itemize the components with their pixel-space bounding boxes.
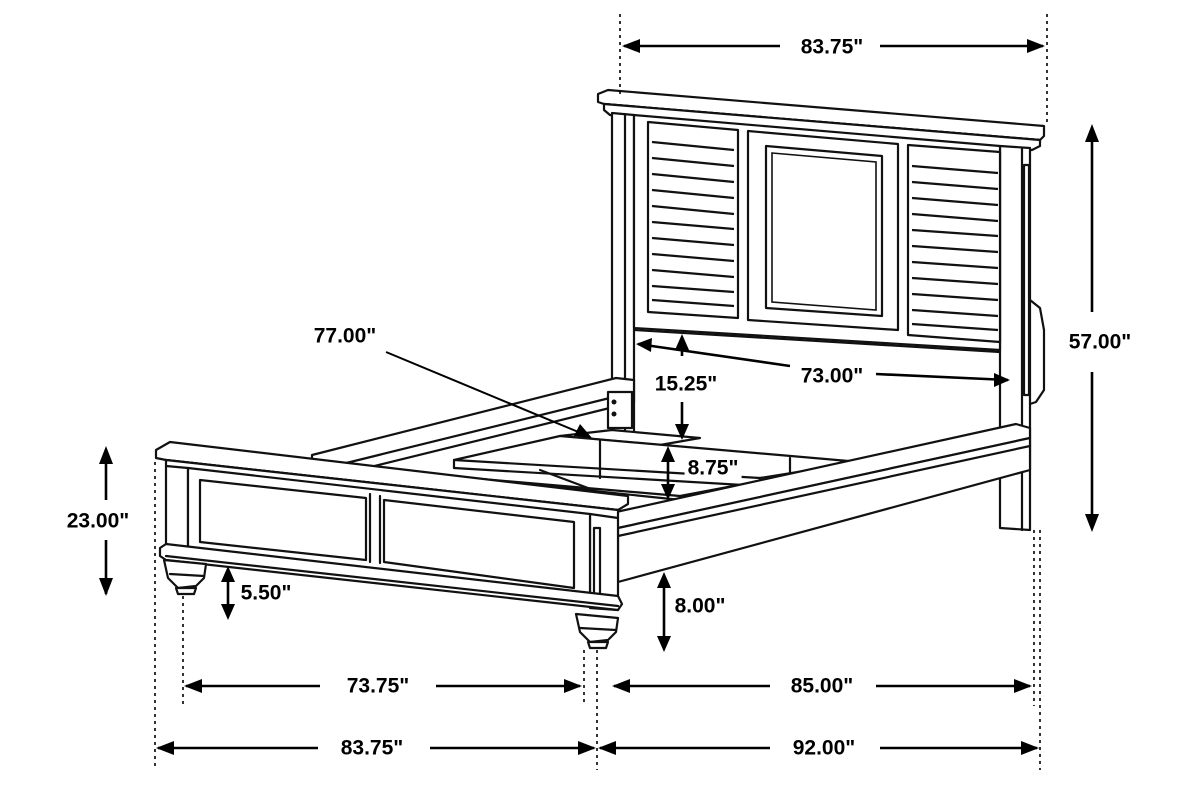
footboard — [154, 440, 630, 650]
dim-label-rail-clearance: 8.00" — [674, 594, 726, 618]
dim-label-headboard-width: 83.75" — [797, 36, 867, 58]
dim-label-front-inner-width: 73.75" — [343, 675, 413, 697]
dim-label-side-inner-length: 85.00" — [787, 675, 857, 697]
dim-label-foot-leg-height: 5.50" — [240, 581, 292, 605]
dim-label-rail-to-slat: 15.25" — [651, 373, 721, 395]
dim-label-headboard-height: 57.00" — [1065, 331, 1135, 353]
left-louvers — [651, 140, 735, 308]
dim-label-footboard-height: 23.00" — [66, 509, 130, 533]
dim-label-side-rail-height: 8.75" — [684, 457, 742, 479]
dim-label-inner-length: 77.00" — [313, 324, 377, 348]
dimension-lines — [99, 14, 1099, 770]
dim-label-inner-width: 73.00" — [797, 365, 867, 387]
dim-label-overall-length: 92.00" — [789, 737, 859, 759]
right-louvers — [911, 164, 999, 332]
dim-label-overall-width: 83.75" — [337, 737, 407, 759]
